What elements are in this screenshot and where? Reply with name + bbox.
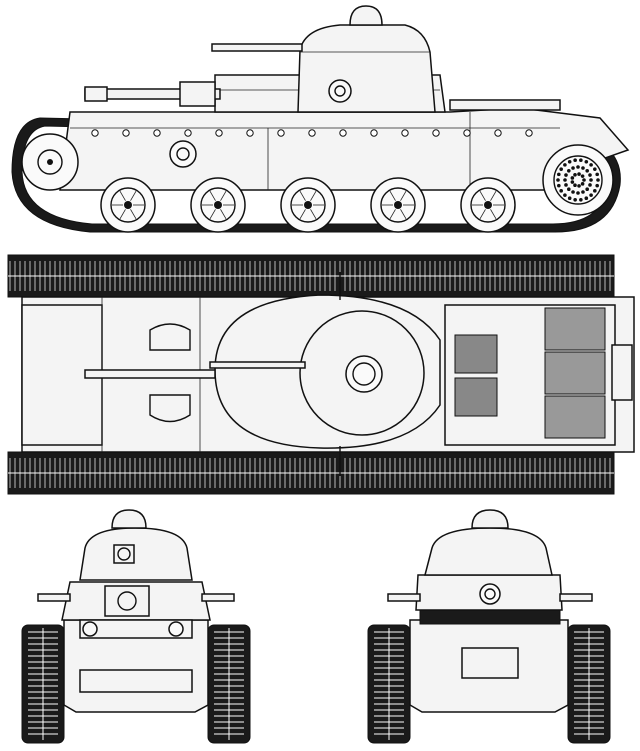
front-turret-port	[113, 544, 135, 564]
side-turret	[297, 24, 436, 113]
front-gun-right	[201, 593, 235, 602]
top-grille-1	[454, 334, 498, 374]
side-view	[11, 5, 630, 233]
side-cupola	[349, 5, 383, 26]
side-road-wheel	[190, 177, 246, 233]
top-gun-turret	[209, 361, 306, 369]
front-track-right	[207, 624, 251, 744]
front-cupola	[111, 509, 147, 529]
rear-cupola	[471, 509, 509, 529]
front-track-left	[21, 624, 65, 744]
top-grille-4	[544, 351, 606, 395]
rear-grille	[419, 609, 561, 625]
front-gun-left	[37, 593, 71, 602]
top-grille-2	[454, 377, 498, 417]
rear-track-right	[567, 624, 611, 744]
front-view	[21, 509, 251, 744]
side-road-wheel	[370, 177, 426, 233]
side-drive-sprocket	[542, 144, 614, 216]
side-hull-hatch	[169, 140, 197, 168]
rear-track-left	[367, 624, 411, 744]
top-grille-5	[544, 395, 606, 439]
front-gun-mantlet	[104, 585, 150, 617]
rear-turret-port	[479, 583, 501, 605]
side-road-wheel	[100, 177, 156, 233]
top-cupola	[345, 355, 383, 393]
rear-view	[367, 509, 611, 744]
top-gun-upper	[84, 369, 216, 379]
side-road-wheel	[460, 177, 516, 233]
front-turret	[79, 527, 193, 581]
side-turret-gun	[211, 43, 303, 52]
rear-turret	[424, 527, 553, 576]
side-road-wheels	[100, 177, 516, 233]
side-road-wheel	[280, 177, 336, 233]
rear-plate	[461, 647, 519, 679]
side-turret-port	[328, 79, 352, 103]
side-idler-wheel	[21, 133, 79, 191]
side-rivets	[91, 129, 533, 137]
top-grille-3	[544, 307, 606, 351]
top-track-links	[8, 261, 614, 488]
top-view	[7, 254, 635, 495]
